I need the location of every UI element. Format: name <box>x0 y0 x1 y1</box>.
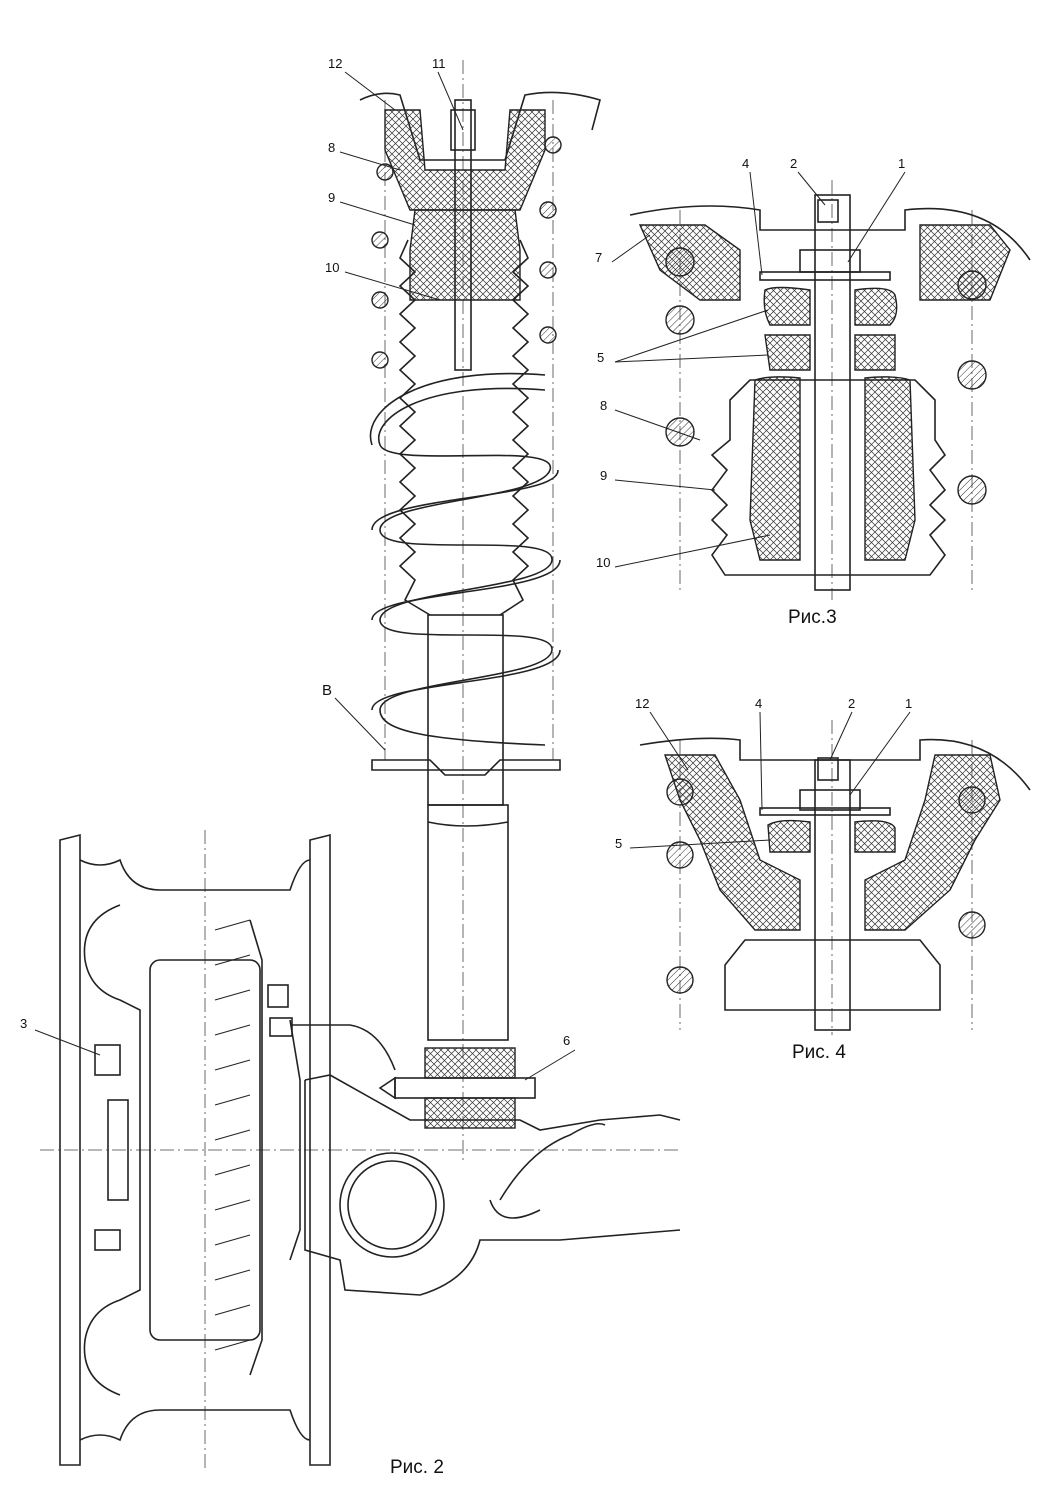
fig3-label-2: 2 <box>790 156 797 171</box>
fig4-label-12: 12 <box>635 696 649 711</box>
fig3-caption: Рис.3 <box>788 607 837 628</box>
fig3-label-9: 9 <box>600 468 607 483</box>
fig4-labels: 12 4 2 1 5 Рис. 4 <box>615 696 912 1063</box>
fig2-strut <box>359 60 601 1160</box>
fig3-label-7: 7 <box>595 250 602 265</box>
fig3-label-4: 4 <box>742 156 749 171</box>
fig2-label-6: 6 <box>563 1033 570 1048</box>
fig2-wheel <box>40 830 680 1470</box>
fig2-label-10: 10 <box>325 260 339 275</box>
fig2-axle <box>304 1074 681 1296</box>
fig2-label-3: 3 <box>20 1016 27 1031</box>
fig4-label-2: 2 <box>848 696 855 711</box>
fig4-label-5: 5 <box>615 836 622 851</box>
fig2-label-11: 11 <box>432 56 446 71</box>
fig2-caption: Рис. 2 <box>390 1457 444 1478</box>
fig3-label-5: 5 <box>597 350 604 365</box>
fig2-label-8: 8 <box>328 140 335 155</box>
fig3-label-8: 8 <box>600 398 607 413</box>
fig2-label-12: 12 <box>328 56 342 71</box>
fig2-label-B: B <box>322 682 332 699</box>
fig3-label-10: 10 <box>596 555 610 570</box>
fig4-caption: Рис. 4 <box>792 1042 846 1063</box>
brake-drum-fins <box>214 919 263 1376</box>
fig2-labels: 12 11 8 9 10 B 3 6 Рис. 2 <box>20 56 576 1478</box>
fig4-label-1: 1 <box>905 696 912 711</box>
fig3-top-mount <box>629 180 1031 600</box>
spring-coil-sections <box>371 136 562 369</box>
fig3-label-1: 1 <box>898 156 905 171</box>
fig4-top-mount <box>639 720 1031 1035</box>
fig4-label-4: 4 <box>755 696 762 711</box>
fig2-label-9: 9 <box>328 190 335 205</box>
fig3-labels: 4 2 1 7 5 8 9 10 Рис.3 <box>595 156 906 628</box>
